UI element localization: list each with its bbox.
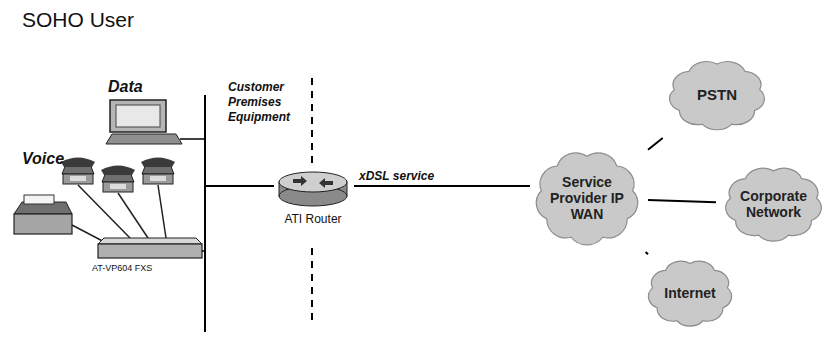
network-cloud: Service Provider IP WAN bbox=[526, 140, 648, 256]
computer-icon bbox=[106, 100, 205, 144]
device-label: AT-VP604 FXS bbox=[92, 263, 152, 273]
lan-line bbox=[205, 185, 274, 187]
bus-line bbox=[204, 95, 206, 332]
region-label: Customer Premises Equipment bbox=[228, 80, 308, 125]
connector bbox=[646, 252, 648, 254]
fxs-device bbox=[98, 238, 205, 258]
connector bbox=[648, 200, 716, 202]
phone-icons bbox=[61, 158, 175, 239]
connector bbox=[648, 138, 663, 150]
network-cloud: PSTN bbox=[660, 52, 774, 138]
edge-label: xDSL service bbox=[358, 169, 435, 183]
fax-icon bbox=[14, 195, 112, 246]
label: Voice bbox=[22, 150, 64, 168]
node-label: Internet bbox=[664, 285, 715, 301]
network-cloud: Internet bbox=[640, 252, 740, 334]
title: SOHO User bbox=[22, 8, 134, 32]
network-cloud: Corporate Network bbox=[716, 158, 831, 250]
boundary-line bbox=[311, 248, 313, 322]
connector bbox=[354, 186, 530, 187]
node-label: ATI Router bbox=[268, 212, 358, 226]
boundary-line bbox=[311, 78, 313, 168]
router-node: ATI Router bbox=[268, 168, 358, 240]
node-label: PSTN bbox=[697, 86, 737, 103]
node-label: Corporate Network bbox=[734, 188, 814, 220]
router-icon bbox=[268, 168, 358, 240]
node-label: Service Provider IP WAN bbox=[547, 174, 627, 222]
label: Data bbox=[108, 78, 143, 96]
